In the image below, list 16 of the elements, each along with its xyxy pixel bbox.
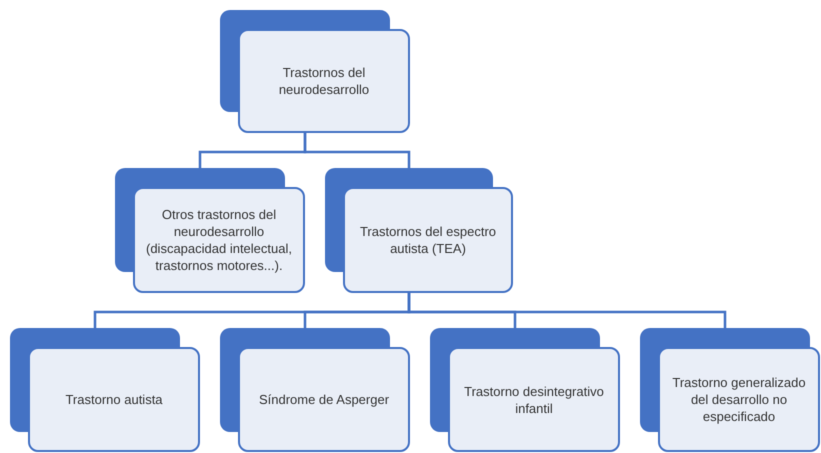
node-label: Trastorno desintegrativo infantil (463, 382, 605, 416)
org-chart-card (220, 328, 410, 452)
org-chart-card (640, 328, 820, 452)
org-chart-card (325, 168, 513, 293)
node-label: Trastorno generalizado del desarrollo no especificado (671, 374, 807, 425)
connector-line (304, 133, 410, 168)
node-label: Otros trastornos del neurodesarrollo (discapacidad intelectual, trastornos motores...). (145, 206, 293, 274)
org-chart-card (115, 168, 305, 293)
node-label: Trastorno autista (65, 391, 163, 408)
node-label: Trastornos del neurodesarrollo (278, 64, 370, 98)
org-chart-card (430, 328, 620, 452)
org-chart-card (10, 328, 200, 452)
node-label: Síndrome de Asperger (258, 391, 390, 408)
connector-line (408, 293, 726, 328)
node-label: Trastornos del espectro autista (TEA) (358, 223, 498, 257)
org-chart-card (220, 10, 410, 133)
